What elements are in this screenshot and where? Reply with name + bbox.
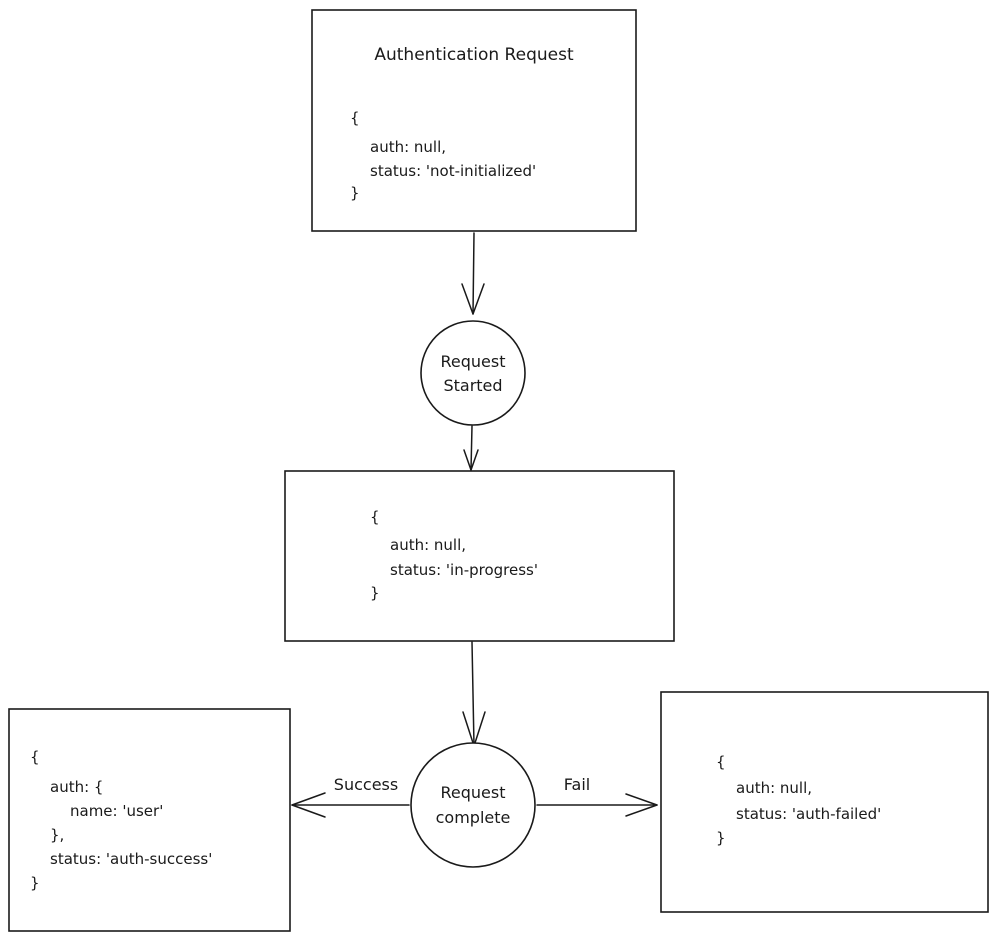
auth-request-title: Authentication Request [374, 45, 574, 65]
in-progress-line-4: } [370, 584, 380, 602]
request-complete-line-1: Request [441, 783, 506, 802]
auth-success-line-1: { [30, 748, 40, 766]
in-progress-line-2: auth: null, [390, 536, 466, 554]
fail-label: Fail [564, 775, 590, 794]
auth-request-line-4: } [350, 184, 360, 202]
auth-failed-box: { auth: null, status: 'auth-failed' } [660, 691, 989, 913]
request-complete-circle [410, 742, 536, 868]
auth-request-box: Authentication Request { auth: null, sta… [311, 9, 637, 232]
auth-request-line-1: { [350, 109, 360, 127]
in-progress-box: { auth: null, status: 'in-progress' } [284, 470, 675, 642]
auth-failed-box-frame [660, 691, 989, 913]
auth-success-line-3: name: 'user' [70, 802, 163, 820]
auth-request-line-3: status: 'not-initialized' [370, 162, 536, 180]
in-progress-box-frame [284, 470, 675, 642]
in-progress-line-3: status: 'in-progress' [390, 561, 538, 579]
auth-success-box-frame [8, 708, 291, 932]
auth-request-line-2: auth: null, [370, 138, 446, 156]
auth-failed-line-4: } [716, 829, 726, 847]
auth-request-box-frame [311, 9, 637, 232]
auth-failed-line-3: status: 'auth-failed' [736, 805, 881, 823]
auth-success-line-4: }, [50, 826, 64, 844]
in-progress-line-1: { [370, 508, 380, 526]
request-started-line-2: Started [443, 376, 502, 395]
auth-success-line-2: auth: { [50, 778, 103, 796]
arrow-to-request-complete [462, 641, 486, 747]
request-started-node: Request Started [420, 320, 526, 426]
request-started-line-1: Request [441, 352, 506, 371]
auth-success-line-5: status: 'auth-success' [50, 850, 212, 868]
request-complete-node: Request complete [410, 742, 536, 868]
auth-success-line-6: } [30, 874, 40, 892]
success-label: Success [334, 775, 398, 794]
auth-failed-line-2: auth: null, [736, 779, 812, 797]
auth-failed-line-1: { [716, 753, 726, 771]
arrow-fail: Fail [536, 775, 658, 817]
arrow-success: Success [291, 775, 410, 818]
arrow-to-in-progress [463, 425, 479, 471]
arrow-to-request-started [461, 232, 485, 315]
auth-success-box: { auth: { name: 'user' }, status: 'auth-… [8, 708, 291, 932]
request-complete-line-2: complete [436, 808, 511, 827]
request-started-circle [420, 320, 526, 426]
